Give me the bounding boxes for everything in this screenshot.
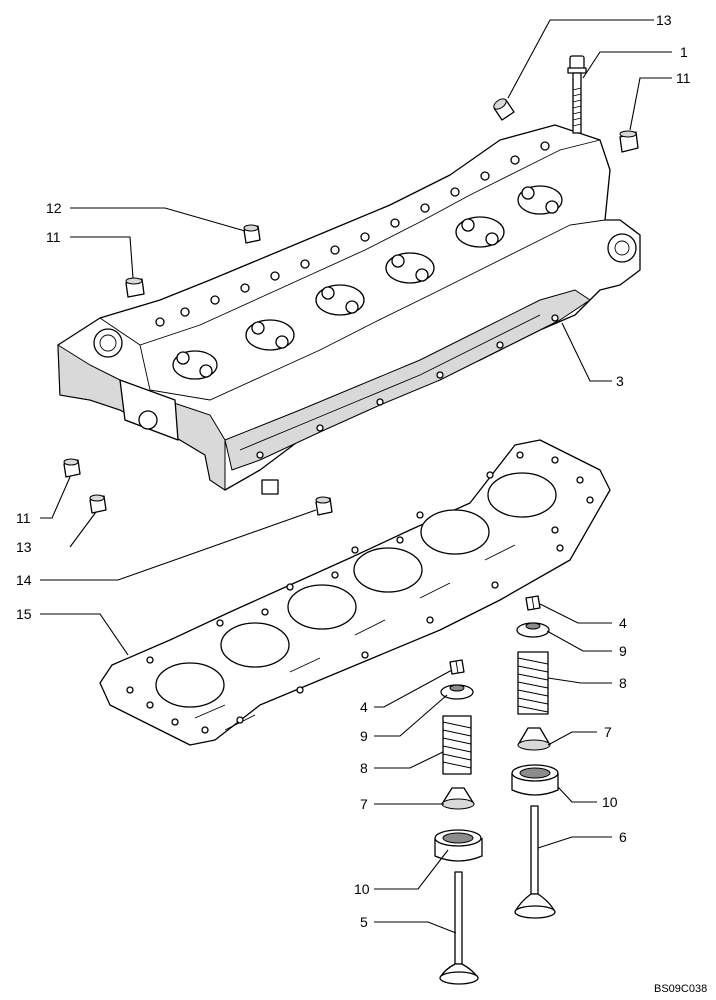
- callout-11-low: 11: [16, 510, 31, 526]
- valve-keeper-right: [525, 595, 541, 611]
- callout-11-left: 11: [46, 229, 61, 245]
- leader-lines: [40, 19, 672, 934]
- callout-11-top: 11: [676, 70, 691, 86]
- callout-7-right: 7: [604, 724, 612, 740]
- cylinder-head: [57, 124, 641, 495]
- callout-15: 15: [16, 606, 32, 622]
- valve-seal-left: [441, 787, 475, 810]
- callout-numbers: 13 1 11 12 11 3 11 13 14 15 4 9 8 7 4 9 …: [16, 12, 691, 930]
- head-gasket: [99, 439, 611, 746]
- callout-5: 5: [360, 914, 368, 930]
- dowel-14: [315, 496, 333, 516]
- callout-13-top: 13: [656, 12, 672, 28]
- callout-10-left: 10: [354, 881, 370, 897]
- dowel-13-top: [493, 98, 515, 121]
- callout-14: 14: [16, 572, 32, 588]
- callout-10-right: 10: [602, 794, 618, 810]
- callout-3: 3: [616, 373, 624, 389]
- callout-12: 12: [46, 200, 62, 216]
- valve-spring-right: [517, 651, 549, 715]
- callout-9-left: 9: [360, 728, 368, 744]
- exhaust-valve: [514, 805, 556, 919]
- callout-9-right: 9: [619, 643, 627, 659]
- valve-seal-right: [517, 727, 551, 751]
- callout-13-low: 13: [16, 539, 32, 555]
- valve-seat-insert-right: [511, 764, 559, 796]
- dowel-13-low: [89, 494, 107, 514]
- callout-6: 6: [619, 829, 627, 845]
- plug-11-left: [125, 277, 145, 298]
- callout-8-right: 8: [619, 675, 627, 691]
- callout-4-right: 4: [619, 615, 627, 631]
- reference-code: BS09C038: [654, 983, 707, 995]
- callout-4-left: 4: [360, 699, 368, 715]
- plug-12: [243, 224, 261, 244]
- callout-1: 1: [680, 44, 688, 60]
- valve-spring-left: [442, 715, 472, 775]
- intake-valve: [439, 871, 479, 985]
- spring-retainer-right: [516, 622, 550, 638]
- callout-8-left: 8: [360, 760, 368, 776]
- valve-keeper-left: [449, 659, 465, 675]
- callout-7-left: 7: [360, 796, 368, 812]
- valve-seat-insert-left: [434, 829, 483, 862]
- plug-11-top: [619, 130, 639, 153]
- spring-retainer-left: [440, 684, 474, 700]
- plug-11-low: [63, 458, 81, 478]
- head-bolt: [567, 55, 587, 134]
